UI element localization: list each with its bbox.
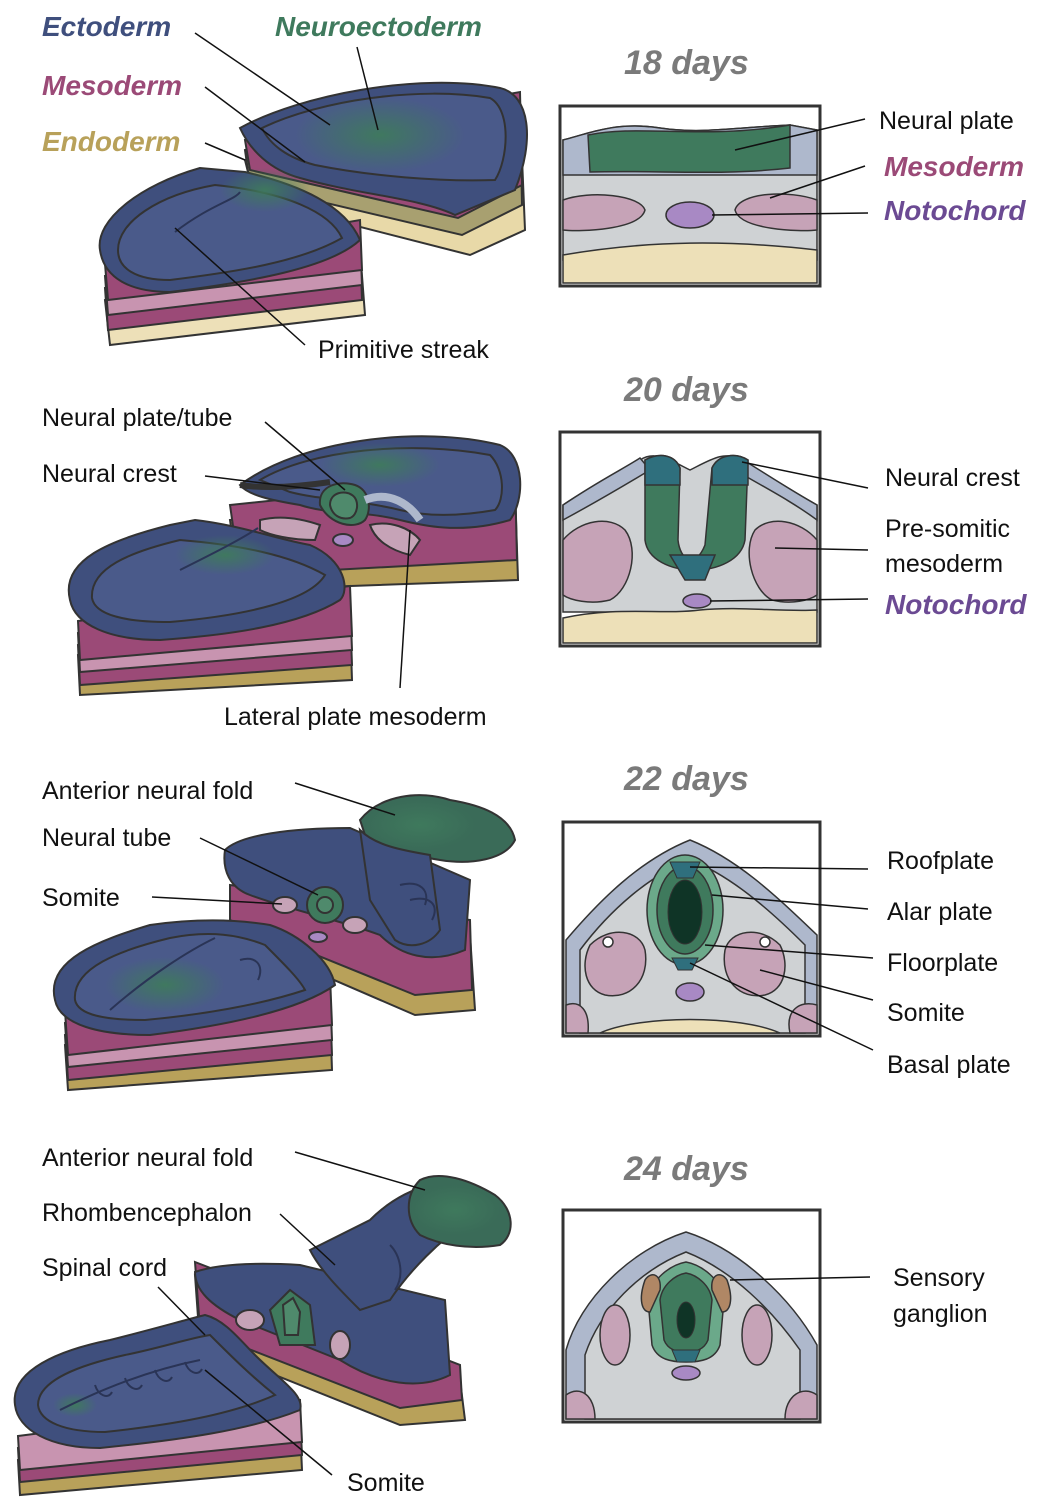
label-roofplate: Roofplate	[887, 849, 994, 874]
day-label-24: 24 days	[624, 1152, 749, 1186]
label-neural-crest: Neural crest	[42, 462, 177, 487]
label-sensory-line2: ganglion	[893, 1302, 988, 1327]
label-neuroectoderm: Neuroectoderm	[275, 13, 482, 41]
panel4-section	[563, 1210, 870, 1422]
label-presomitic-line2: mesoderm	[885, 552, 1003, 577]
label-primitive-streak: Primitive streak	[318, 338, 489, 363]
label-presomitic-line1: Pre-somitic	[885, 517, 1010, 542]
label-sensory-line1: Sensory	[893, 1266, 985, 1291]
label-alar-plate: Alar plate	[887, 900, 993, 925]
label-neural-tube: Neural tube	[42, 826, 171, 851]
label-ectoderm: Ectoderm	[42, 13, 171, 41]
label-neural-crest-section: Neural crest	[885, 466, 1020, 491]
panel2-section	[560, 432, 868, 646]
label-lateral-plate-mesoderm: Lateral plate mesoderm	[224, 705, 487, 730]
panel1-section	[560, 106, 868, 286]
day-label-20: 20 days	[624, 373, 749, 407]
label-somite-section: Somite	[887, 1001, 965, 1026]
day-label-18: 18 days	[624, 46, 749, 80]
day-label-22: 22 days	[624, 762, 749, 796]
label-spinal-cord: Spinal cord	[42, 1256, 167, 1281]
label-somite-3: Somite	[42, 886, 120, 911]
panel3-section	[563, 822, 873, 1050]
label-notochord-section-2: Notochord	[885, 591, 1027, 619]
label-mesoderm: Mesoderm	[42, 72, 182, 100]
label-basal-plate: Basal plate	[887, 1053, 1011, 1078]
label-anterior-neural-fold-3: Anterior neural fold	[42, 779, 253, 804]
panel3-front-half	[54, 920, 335, 1090]
panel2-front-half	[69, 520, 352, 695]
label-rhombencephalon: Rhombencephalon	[42, 1201, 252, 1226]
label-floorplate: Floorplate	[887, 951, 998, 976]
label-notochord-section-1: Notochord	[884, 197, 1026, 225]
label-neural-plate-section: Neural plate	[879, 109, 1014, 134]
label-mesoderm-section: Mesoderm	[884, 153, 1024, 181]
label-neural-plate-tube: Neural plate/tube	[42, 406, 232, 431]
label-anterior-neural-fold-4: Anterior neural fold	[42, 1146, 253, 1171]
label-somite-4: Somite	[347, 1471, 425, 1496]
label-endoderm: Endoderm	[42, 128, 180, 156]
